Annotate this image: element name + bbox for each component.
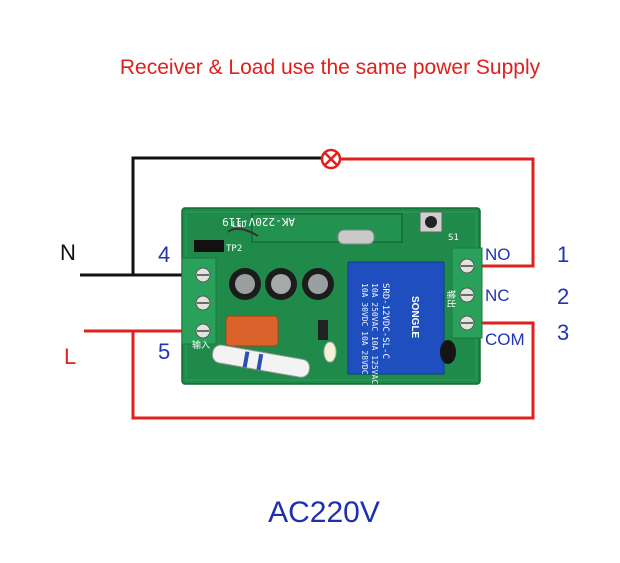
relay-brand: SONGLE bbox=[409, 296, 420, 339]
board-model: AK-220V-119 bbox=[222, 215, 295, 228]
receiver-board: 10A 250VAC 10A 125VAC 10A 30VDC 10A 28VD… bbox=[181, 207, 483, 385]
relay-model: SRD-12VDC-SL-C bbox=[380, 283, 390, 359]
jumper-icon bbox=[194, 240, 224, 252]
rf-module bbox=[251, 213, 403, 243]
terminal-number-4: 4 bbox=[158, 242, 171, 267]
live-label: L bbox=[64, 344, 77, 369]
push-button-icon bbox=[419, 211, 443, 233]
terminal-number-1: 1 bbox=[557, 242, 570, 267]
neutral-wire bbox=[80, 156, 322, 277]
relay-icon: 10A 250VAC 10A 125VAC 10A 30VDC 10A 28VD… bbox=[347, 261, 445, 384]
terminal-no-label: NO bbox=[485, 245, 511, 264]
live-loop-wire bbox=[131, 321, 535, 420]
film-capacitor-icon bbox=[225, 315, 279, 347]
diagram-title: Receiver & Load use the same power Suppl… bbox=[119, 56, 541, 79]
terminal-nc-label: NC bbox=[485, 286, 510, 305]
led-silk-label: LED bbox=[232, 220, 247, 229]
terminal-com-label: COM bbox=[485, 330, 525, 349]
lamp-icon bbox=[320, 148, 342, 170]
terminal-number-5: 5 bbox=[158, 339, 171, 364]
output-terminal-block bbox=[451, 247, 483, 339]
output-silk-label: 输出 bbox=[446, 290, 457, 308]
relay-rating-1: 10A 250VAC 10A 125VAC bbox=[370, 283, 379, 384]
relay-rating-2: 10A 30VDC 10A 28VDC bbox=[360, 283, 369, 375]
input-silk-label: 输入 bbox=[192, 339, 210, 350]
neutral-label: N bbox=[60, 240, 76, 265]
lamp-to-no-wire bbox=[340, 157, 535, 268]
jumper-silk-label: TP2 bbox=[226, 244, 242, 254]
voltage-label: AC220V bbox=[268, 496, 380, 529]
transistor-icon bbox=[440, 340, 456, 364]
terminal-number-3: 3 bbox=[557, 320, 570, 345]
capacitor-icon bbox=[229, 268, 334, 300]
button-silk-label: S1 bbox=[448, 233, 459, 243]
input-terminal-block bbox=[181, 257, 217, 345]
terminal-number-2: 2 bbox=[557, 284, 570, 309]
